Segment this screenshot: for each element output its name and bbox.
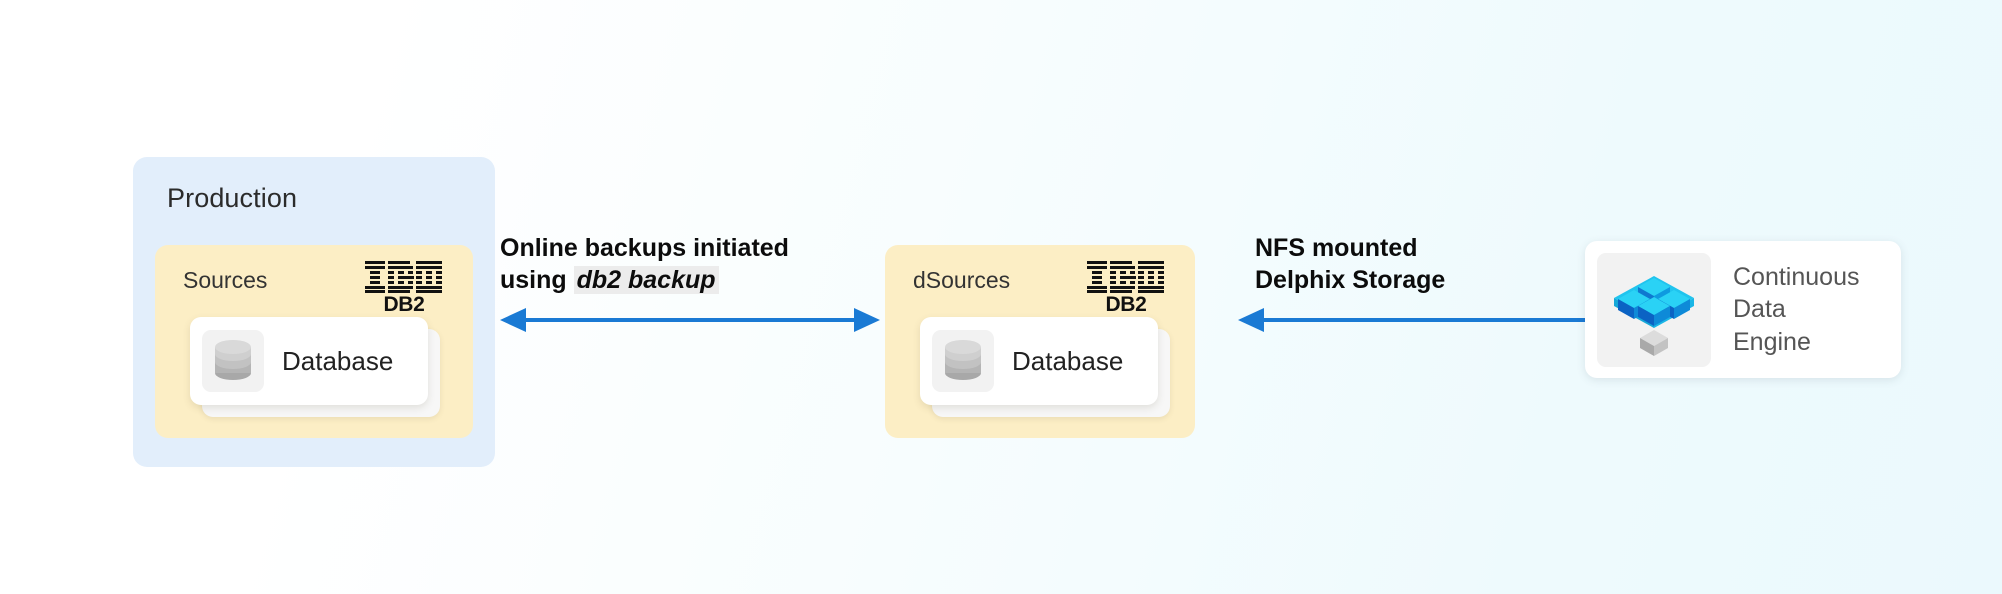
nfs-arrow-icon <box>1238 308 1598 332</box>
dsources-box: dSources <box>885 245 1195 438</box>
ibm-db2-logo: DB2 <box>1083 261 1169 315</box>
delphix-cubes-glyph <box>1614 275 1694 356</box>
database-cylinder-icon <box>932 330 994 392</box>
sources-box: Sources <box>155 245 473 438</box>
ibm-logo-icon <box>365 261 442 293</box>
engine-label-line3: Engine <box>1733 327 1811 356</box>
database-cylinder-icon <box>202 330 264 392</box>
engine-label-line2: Data <box>1733 295 1786 324</box>
delphix-cubes-icon <box>1597 252 1711 367</box>
nfs-label-line1: NFS mounted <box>1255 234 1418 262</box>
continuous-data-engine-card[interactable]: Continuous Data Engine <box>1585 241 1901 378</box>
nfs-connection: NFS mounted Delphix Storage <box>1238 232 1598 337</box>
database-cylinder-glyph <box>945 340 981 380</box>
database-label: Database <box>1012 345 1124 376</box>
backup-command-chip: db2 backup <box>573 266 719 294</box>
backup-connection-label: Online backups initiated using db2 backu… <box>500 232 789 296</box>
nfs-connection-label: NFS mounted Delphix Storage <box>1255 232 1445 296</box>
backup-label-line1: Online backups initiated <box>500 234 789 262</box>
sources-label: Sources <box>183 267 268 293</box>
database-cylinder-glyph <box>215 340 251 380</box>
nfs-label-line2: Delphix Storage <box>1255 266 1446 294</box>
production-group: Production Sources <box>133 157 495 467</box>
ibm-logo-icon <box>1087 261 1164 293</box>
database-label: Database <box>282 345 394 376</box>
database-card[interactable]: Database <box>190 317 428 405</box>
database-card-stack: Database <box>920 317 1170 421</box>
production-title: Production <box>167 183 298 213</box>
db2-product-label: DB2 <box>1105 293 1147 316</box>
database-card-stack: Database <box>190 317 440 421</box>
dsources-label: dSources <box>913 267 1011 293</box>
database-card[interactable]: Database <box>920 317 1158 405</box>
ibm-db2-logo: DB2 <box>361 261 447 315</box>
backup-arrow-icon <box>500 308 880 332</box>
db2-product-label: DB2 <box>383 293 425 316</box>
backup-connection: Online backups initiated using db2 backu… <box>500 232 880 337</box>
backup-label-line2-prefix: using <box>500 266 574 294</box>
engine-label: Continuous Data Engine <box>1733 261 1859 359</box>
engine-label-line1: Continuous <box>1733 262 1860 291</box>
